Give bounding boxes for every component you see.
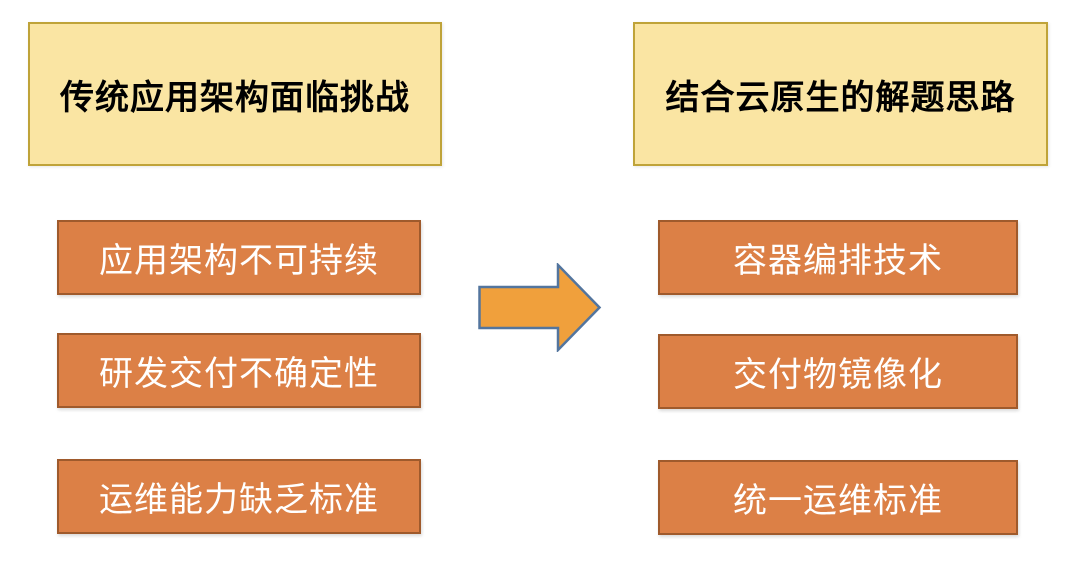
left-item-3: 运维能力缺乏标准: [57, 459, 421, 534]
right-item-2: 交付物镜像化: [658, 334, 1018, 409]
right-arrow-icon: [478, 263, 602, 352]
right-item-3: 统一运维标准: [658, 460, 1018, 535]
right-column-header: 结合云原生的解题思路: [633, 22, 1048, 166]
left-item-2: 研发交付不确定性: [57, 333, 421, 408]
left-item-1: 应用架构不可持续: [57, 220, 421, 295]
left-column-header: 传统应用架构面临挑战: [28, 22, 442, 166]
right-item-1: 容器编排技术: [658, 220, 1018, 295]
